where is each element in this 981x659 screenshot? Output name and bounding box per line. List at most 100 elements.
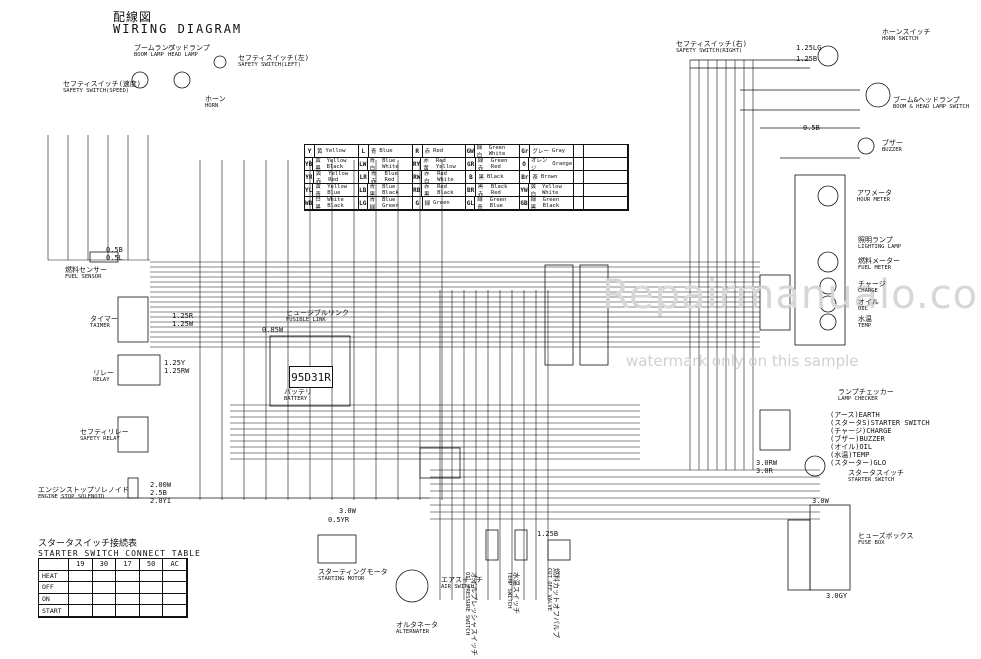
legend-en: Brown	[540, 174, 558, 180]
table-header-cell: 17	[116, 559, 140, 571]
legend-en: Yellow Black	[326, 158, 347, 170]
legend-jp: 青赤	[370, 171, 377, 184]
lamp-checker-item: (オイル)OIL	[830, 443, 873, 451]
wire-label: 0.85W	[262, 326, 284, 334]
table-row-label: OFF	[39, 582, 69, 594]
table-cell	[163, 605, 187, 617]
legend-jp: 茶	[532, 175, 538, 181]
table-cell	[139, 582, 164, 594]
legend-en: Yellow White	[541, 184, 562, 196]
table-cell	[139, 605, 164, 617]
legend-en: Red Black	[437, 184, 454, 196]
legend-code: Gr	[520, 145, 531, 157]
lamp-checker-item: (スタータS)STARTER SWITCH	[830, 419, 930, 427]
legend-en: Red	[433, 148, 444, 154]
table-header-cell: AC	[163, 559, 187, 571]
watermark-site: Repairmanualo.com	[602, 272, 981, 318]
legend-cell	[574, 171, 628, 184]
table-row-label: ON	[39, 593, 69, 606]
legend-jp: オレンジ	[530, 158, 548, 171]
legend-jp: 赤黄	[423, 158, 429, 171]
legend-cell	[574, 158, 628, 171]
legend-en: White Black	[327, 197, 344, 209]
legend-code	[574, 145, 585, 157]
legend-jp: 黒赤	[477, 184, 484, 197]
lamp-checker-item: (チャージ)CHARGE	[830, 427, 892, 435]
legend-jp: 黄	[317, 149, 323, 155]
legend-en: Red White	[437, 171, 454, 183]
legend-jp: 緑黒	[530, 197, 537, 210]
legend-en: Black Red	[490, 184, 508, 196]
lamp-checker-item: (スターター)GLO	[830, 459, 887, 467]
wire-label: 2.00W	[150, 481, 172, 489]
table-cell	[92, 605, 117, 617]
legend-code	[574, 184, 585, 196]
legend-cell	[574, 145, 628, 158]
wire-label: 0.5B	[106, 246, 123, 254]
legend-code: GR	[466, 158, 476, 170]
lamp-checker-item: (アース)EARTH	[830, 411, 880, 419]
legend-code: WB	[305, 197, 314, 209]
battery-model: 95D31R	[289, 366, 333, 388]
safety-switch-speed-label: セフティスイッチ(速度)SAFETY SWITCH(SPEED)	[63, 80, 142, 94]
legend-code: LB	[359, 184, 368, 196]
table-cell	[116, 570, 140, 583]
legend-code: O	[520, 158, 529, 170]
legend-en: Green Red	[490, 158, 508, 170]
legend-en: Yellow	[325, 148, 346, 154]
wire-label: 3.0R	[756, 467, 773, 475]
legend-jp: 青	[370, 149, 377, 155]
title-japanese: 配線図	[113, 10, 153, 24]
table-cell	[92, 570, 117, 583]
legend-jp: 白黒	[315, 197, 321, 210]
legend-jp: 青緑	[369, 197, 376, 210]
wire-label: 2.5B	[150, 489, 167, 497]
legend-jp: 赤	[424, 149, 431, 155]
starter-table-title: スタータスイッチ接続表 STARTER SWITCH CONNECT TABLE	[38, 539, 201, 558]
title-english: WIRING DIAGRAM	[113, 22, 243, 36]
legend-en: Yellow Red	[328, 171, 349, 183]
legend-code: L	[359, 145, 369, 157]
table-row-label: HEAT	[39, 570, 69, 583]
legend-jp: 緑白	[476, 145, 483, 158]
table-cell	[69, 570, 93, 583]
table-cell	[92, 593, 117, 606]
legend-code: Y	[305, 145, 315, 157]
legend-jp: 黄赤	[315, 171, 322, 184]
legend-en: Black	[487, 174, 504, 180]
legend-en: Green	[433, 200, 450, 206]
legend-jp: 黄青	[315, 184, 321, 197]
table-cell	[92, 582, 117, 594]
wire-label: 3.0GY	[826, 592, 848, 600]
table-cell	[69, 582, 93, 594]
legend-jp: 赤白	[423, 171, 430, 184]
